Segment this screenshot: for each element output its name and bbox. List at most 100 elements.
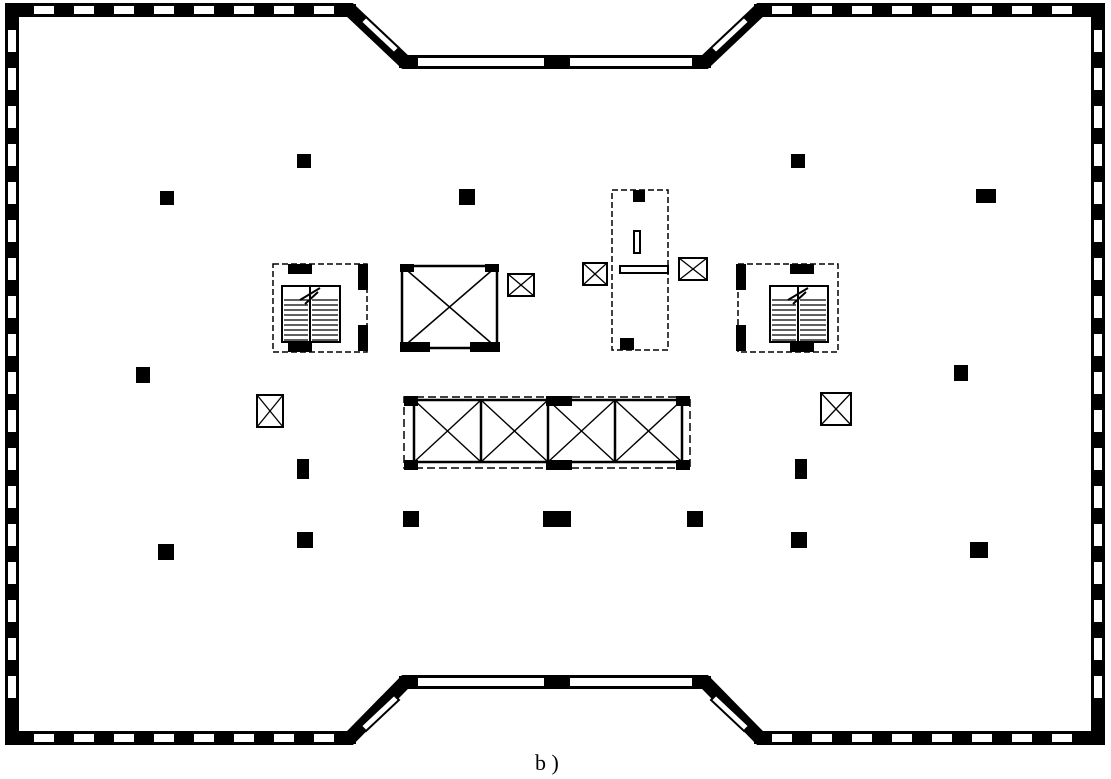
window-slot (1012, 6, 1032, 14)
window-slot (274, 734, 294, 742)
window-slot (972, 6, 992, 14)
mullion (544, 56, 570, 68)
duct-shaft (582, 262, 608, 286)
mullion (399, 676, 411, 688)
window-slot (812, 734, 832, 742)
window-slot (8, 486, 16, 508)
elevator-post (404, 396, 418, 406)
window-slot (8, 30, 16, 52)
window-slot (274, 6, 294, 14)
window-slot (570, 58, 692, 66)
column (791, 532, 807, 548)
column (158, 544, 174, 560)
structural-columns (136, 154, 996, 560)
column (160, 191, 174, 205)
window-slot (234, 6, 254, 14)
duct-shaft (256, 394, 284, 428)
window-slot (8, 638, 16, 660)
window-slot (8, 524, 16, 546)
window-slot (1052, 734, 1072, 742)
window-slot (852, 734, 872, 742)
window-slot (34, 734, 54, 742)
duct-shaft (507, 273, 535, 297)
window-slot (8, 448, 16, 470)
window-slot (8, 106, 16, 128)
window-slot (418, 678, 544, 686)
elevator-post (676, 460, 690, 470)
window-slot (1094, 638, 1102, 660)
mullion-blocks (344, 4, 766, 744)
window-slot (8, 296, 16, 318)
column (459, 189, 475, 205)
window-slot (1094, 562, 1102, 584)
window-slot (570, 678, 692, 686)
window-slot (314, 6, 334, 14)
window-slot (154, 734, 174, 742)
column (976, 189, 996, 203)
elevator-post (546, 396, 572, 406)
window-slot (772, 6, 792, 14)
column (970, 542, 988, 558)
window-slot (194, 734, 214, 742)
window-slot (8, 258, 16, 280)
window-slot (8, 410, 16, 432)
window-slot (314, 734, 334, 742)
mullion (344, 4, 356, 16)
mullion (344, 732, 356, 744)
window-slot (1094, 524, 1102, 546)
elevator-bank (403, 396, 691, 470)
window-slot (812, 6, 832, 14)
column (791, 154, 805, 168)
window-slot (114, 734, 134, 742)
window-slot (1094, 676, 1102, 698)
window-slot (1094, 182, 1102, 204)
elevator-post (676, 396, 690, 406)
window-slot (1094, 486, 1102, 508)
exterior-wall (5, 3, 1105, 745)
column (136, 367, 150, 383)
window-slot (8, 144, 16, 166)
mullion (754, 4, 766, 16)
window-slot (932, 6, 952, 14)
window-slot (892, 734, 912, 742)
mullion (754, 732, 766, 744)
window-slot (194, 6, 214, 14)
window-slot (1094, 410, 1102, 432)
window-slot (1052, 6, 1072, 14)
window-slot (772, 734, 792, 742)
window-slot (8, 676, 16, 698)
window-slot (1094, 296, 1102, 318)
duct-shaft (678, 257, 708, 281)
chamfer-windows (359, 15, 751, 733)
column (795, 459, 807, 479)
window-slot (8, 220, 16, 242)
mullion (544, 676, 570, 688)
window-slot (34, 6, 54, 14)
column (297, 154, 311, 168)
column (403, 511, 419, 527)
elevator-post (404, 460, 418, 470)
window-slot (114, 6, 134, 14)
elevator-post (546, 460, 572, 470)
window-slot (74, 734, 94, 742)
service-zone (611, 189, 669, 351)
mullion (699, 676, 711, 688)
window-slot (1094, 106, 1102, 128)
window-slot (234, 734, 254, 742)
window-slot (8, 372, 16, 394)
window-slot (1094, 258, 1102, 280)
window-slot (1094, 334, 1102, 356)
column (297, 459, 309, 479)
window-slot (1094, 448, 1102, 470)
mullion (399, 56, 411, 68)
stair-right (736, 263, 839, 353)
window-slot (1094, 68, 1102, 90)
window-slot (418, 58, 544, 66)
column (543, 511, 571, 527)
window-slot (1094, 30, 1102, 52)
column (687, 511, 703, 527)
stair-left (272, 263, 368, 353)
window-slot (8, 68, 16, 90)
duct-shafts (256, 257, 852, 428)
